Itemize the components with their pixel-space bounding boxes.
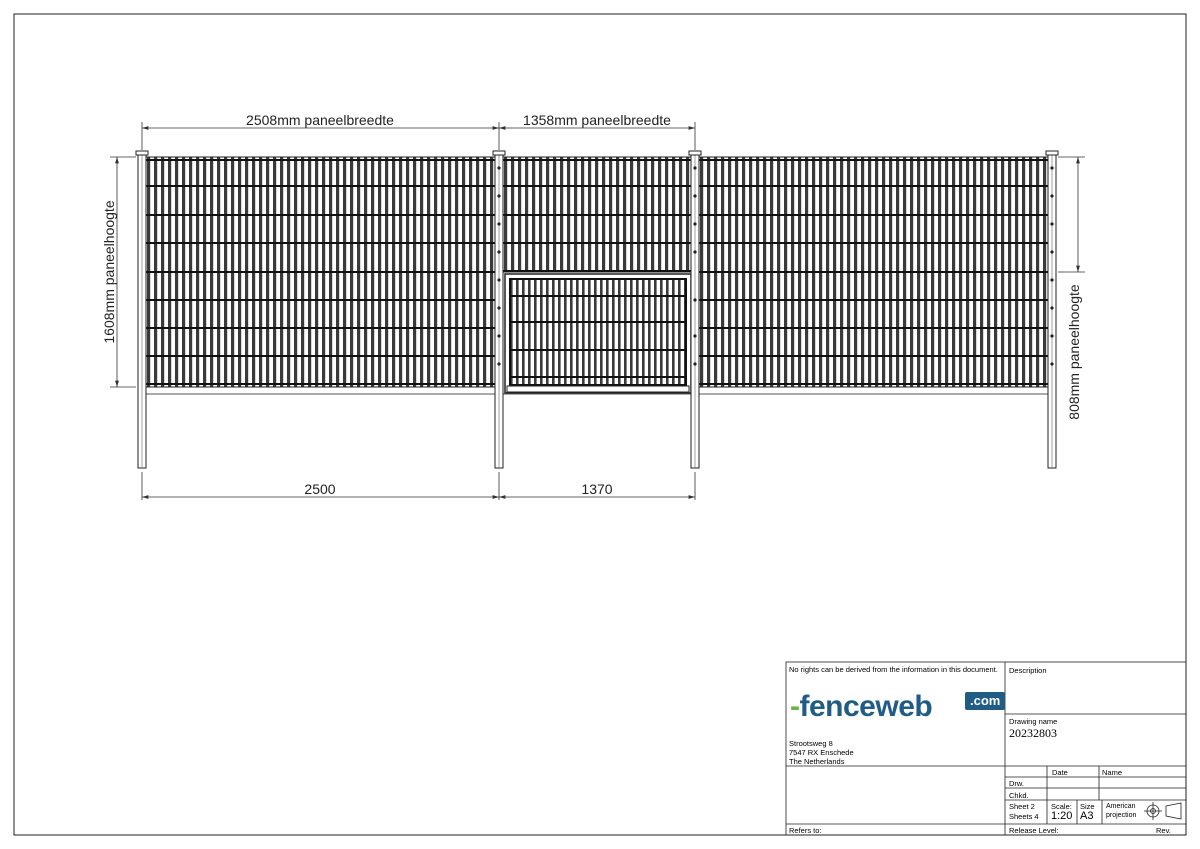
gate	[504, 273, 692, 394]
fence-post-4	[1045, 150, 1059, 469]
fence-panel-middle-upper	[502, 156, 693, 273]
disclaimer-text: No rights can be derived from the inform…	[789, 665, 998, 674]
refers-to-label: Refers to:	[789, 826, 822, 835]
fence-post-2	[492, 150, 506, 469]
address-line-2: 7547 RX Enschede	[789, 748, 854, 757]
fence-assembly	[135, 150, 1059, 469]
rev-label: Rev.	[1156, 826, 1171, 835]
address-line-1: Strootsweg 8	[789, 739, 833, 748]
name-label: Name	[1102, 768, 1123, 777]
scale-value: 1:20	[1051, 810, 1073, 822]
dim-label-panel-height-right: 808mm paneelhoogte	[1066, 284, 1082, 420]
logo-dash: -	[790, 690, 800, 723]
drawing-name-label: Drawing name	[1009, 717, 1058, 726]
date-label: Date	[1052, 768, 1068, 777]
drawing-name-value: 20232803	[1009, 726, 1057, 740]
logo-word: fenceweb	[799, 690, 933, 723]
fenceweb-logo: -fenceweb	[790, 690, 933, 724]
dim-label-panel-width-right: 1358mm paneelbreedte	[523, 112, 671, 128]
dim-label-bottom-left: 2500	[304, 481, 335, 497]
fence-panel-left	[143, 156, 500, 388]
logo-com-badge: .com	[965, 692, 1006, 710]
description-label: Description	[1009, 666, 1047, 675]
dim-label-panel-height-left: 1608mm paneelhoogte	[101, 200, 117, 343]
projection-line-1: American	[1106, 803, 1136, 810]
size-value: A3	[1080, 810, 1094, 822]
address-line-3: The Netherlands	[789, 757, 845, 766]
fence-post-3	[688, 150, 702, 469]
scale-label: Scale:	[1051, 802, 1072, 811]
title-block-frame	[785, 661, 1187, 836]
sheet-border	[13, 13, 1187, 836]
drw-label: Drw.	[1009, 779, 1024, 788]
release-level-label: Release Level:	[1009, 826, 1059, 835]
projection-symbol-icon	[1144, 802, 1182, 820]
projection-line-2: projection	[1106, 812, 1137, 819]
sheets-label: Sheets 4	[1009, 812, 1039, 821]
chkd-label: Chkd.	[1009, 791, 1029, 800]
size-label: Size	[1080, 802, 1095, 811]
fence-post-1	[135, 150, 149, 469]
sheet-label: Sheet 2	[1009, 802, 1035, 811]
dim-label-bottom-right: 1370	[581, 481, 612, 497]
dim-label-panel-width-left: 2508mm paneelbreedte	[246, 112, 394, 128]
fence-panel-right	[696, 156, 1050, 388]
